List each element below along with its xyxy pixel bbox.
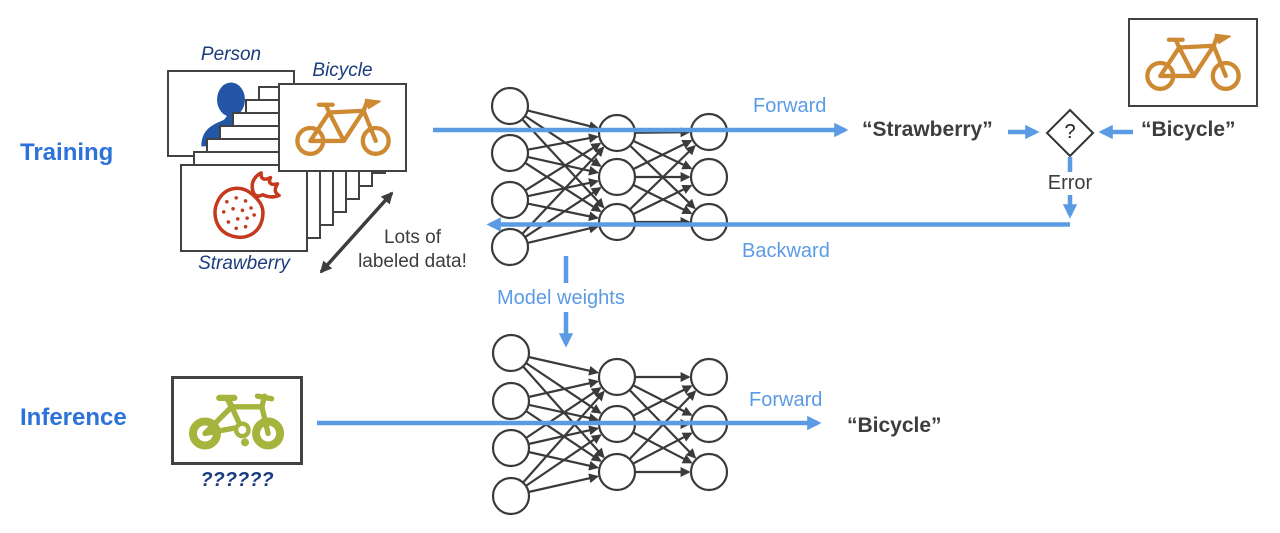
network-edge [632, 139, 693, 171]
green-bicycle-icon [184, 389, 290, 453]
network-node [491, 333, 531, 373]
network-node [597, 357, 637, 397]
network-training [490, 86, 729, 267]
network-node [689, 202, 729, 242]
network-node [689, 157, 729, 197]
network-edge [527, 109, 600, 131]
network-node [490, 133, 530, 173]
network-edge [528, 473, 599, 494]
unknown-label: ?????? [200, 469, 274, 491]
network-edge [628, 390, 697, 460]
network-edge [527, 202, 599, 222]
network-node [689, 404, 729, 444]
prediction-text-training: “Strawberry” [862, 118, 993, 141]
network-node [597, 157, 637, 197]
network-node [490, 180, 530, 220]
network-edge [524, 186, 602, 239]
network-node [490, 86, 530, 126]
network-edge [525, 410, 602, 462]
network-node [689, 357, 729, 397]
network-edge [629, 144, 696, 211]
network-edge [629, 144, 696, 210]
network-node [491, 381, 531, 421]
network-edge [525, 362, 602, 414]
network-node [491, 428, 531, 468]
network-edge [634, 127, 691, 138]
network-edge [632, 432, 693, 465]
ground-truth-image-card [1128, 18, 1258, 107]
network-edge [632, 385, 693, 417]
network-edge [528, 450, 599, 471]
network-edge [628, 389, 697, 459]
network-inference [491, 333, 729, 516]
network-edge [632, 384, 693, 416]
network-node [490, 227, 530, 267]
network-node [491, 476, 531, 516]
strawberry-card-label: Strawberry [198, 253, 290, 274]
network-edge [521, 146, 605, 235]
network-edge [528, 425, 599, 446]
network-edge [521, 118, 605, 209]
network-edge [525, 387, 602, 439]
network-node [689, 452, 729, 492]
bicycle-card-label: Bicycle [312, 60, 373, 81]
note-line-1: Lots of [383, 227, 442, 248]
prediction-text-inference: “Bicycle” [847, 414, 942, 437]
bicycle-icon [293, 97, 393, 159]
inference-input-card [171, 376, 303, 465]
note-line-2: labeled data! [358, 251, 467, 272]
network-node [597, 113, 637, 153]
network-edge [528, 378, 599, 399]
network-edge [632, 431, 693, 464]
forward-label-training: Forward [753, 95, 827, 117]
strawberry-image-card [180, 164, 308, 252]
question-mark: ? [1064, 121, 1076, 143]
network-edge [632, 183, 693, 215]
network-edge [524, 115, 602, 167]
bicycle-icon [1143, 32, 1243, 94]
network-node [689, 112, 729, 152]
forward-label-inference: Forward [749, 389, 823, 411]
network-edge [522, 365, 605, 459]
network-node [597, 452, 637, 492]
network-edge [528, 403, 599, 423]
error-label: Error [1047, 172, 1093, 194]
person-card-label: Person [200, 44, 262, 65]
network-node [597, 404, 637, 444]
backward-label: Backward [742, 240, 830, 262]
network-edge [528, 355, 599, 376]
network-edge [632, 184, 693, 216]
network-edge [527, 133, 599, 151]
network-edge [524, 142, 602, 192]
training-section-label: Training [20, 139, 114, 166]
network-edge [527, 178, 599, 198]
network-edge [527, 155, 599, 176]
network-edge [525, 434, 602, 487]
model-weights-label: Model weights [497, 287, 625, 309]
strawberry-icon [204, 169, 284, 247]
ground-truth-text: “Bicycle” [1141, 118, 1236, 141]
lots-of-data-note: Lots of labeled data! [340, 226, 485, 274]
network-node [597, 202, 637, 242]
network-edge [522, 390, 605, 484]
network-edge [632, 139, 693, 170]
bicycle-image-card [278, 83, 407, 172]
network-edge [527, 223, 599, 244]
network-edge [524, 161, 602, 213]
inference-section-label: Inference [20, 404, 127, 431]
